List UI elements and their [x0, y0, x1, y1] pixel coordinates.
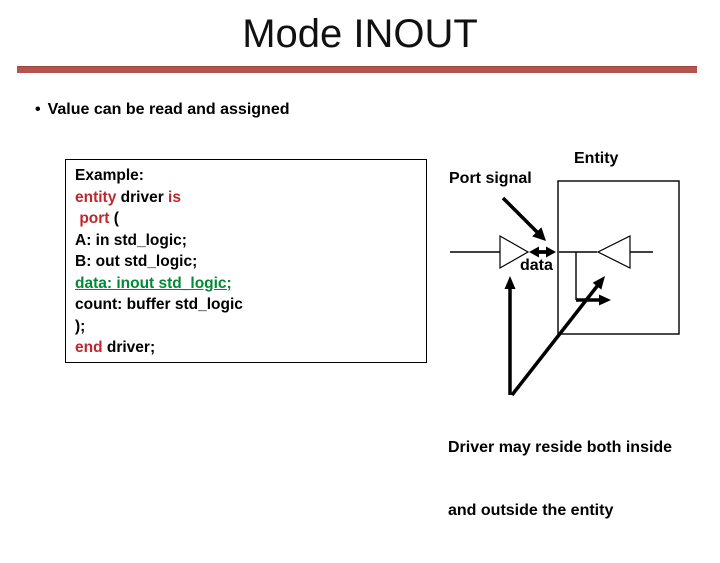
diagram-drawing — [450, 180, 680, 397]
data-read-tap-arrow — [575, 252, 611, 306]
code-line: end driver; — [75, 337, 426, 359]
outside-driver-buffer — [499, 234, 530, 270]
slide-title: Mode INOUT — [242, 12, 478, 56]
data-port-label: data — [520, 257, 553, 274]
code-text: ); — [75, 317, 86, 335]
code-text: count: buffer std_logic — [75, 296, 243, 313]
code-line: B: out std_logic; — [75, 251, 426, 273]
code-keyword: is — [168, 188, 181, 206]
driver-caption-line1: Driver may reside both inside — [448, 439, 673, 456]
bullet-text: Value can be read and assigned — [47, 101, 290, 118]
outside-driver-pointer-arrow — [504, 276, 516, 395]
bidirectional-data-arrow — [529, 246, 556, 258]
code-line: entity driver is — [75, 187, 426, 209]
entity-label: Entity — [574, 150, 619, 167]
code-text: Example: — [75, 167, 144, 184]
code-line: A: in std_logic; — [75, 230, 426, 252]
inout-port-diagram: Entity Port signal data Driver may resid… — [440, 140, 720, 519]
code-keyword: entity — [75, 188, 117, 206]
code-inout-highlight: data: inout std_logic; — [75, 274, 232, 292]
code-example-box: Example: entity driver is port ( A: in s… — [65, 159, 427, 363]
code-line-inout: data: inout std_logic; — [75, 273, 426, 295]
driver-caption-line2: and outside the entity — [448, 502, 614, 519]
port-signal-pointer-arrow — [501, 196, 546, 241]
bullet-item: • Value can be read and assigned — [35, 101, 289, 119]
code-line: ); — [75, 316, 426, 338]
driver-caption: Driver may reside both inside and outsid… — [448, 395, 672, 563]
title-underline-rule — [17, 66, 697, 73]
code-text: A: in std_logic; — [75, 231, 187, 249]
code-text: B: out std_logic; — [75, 253, 198, 270]
slide: { "slide": { "title": "Mode INOUT", "bul… — [17, 12, 720, 519]
code-text: driver — [116, 188, 169, 206]
code-keyword: end — [75, 339, 103, 356]
inside-driver-buffer — [596, 235, 631, 269]
port-signal-label: Port signal — [449, 170, 532, 187]
code-keyword: port — [79, 210, 110, 227]
inside-driver-pointer-arrow — [510, 276, 605, 397]
entity-box — [557, 180, 680, 335]
code-line: port ( — [75, 208, 426, 230]
code-line: Example: — [75, 165, 426, 187]
code-line: count: buffer std_logic — [75, 294, 426, 316]
code-text: ( — [109, 210, 119, 227]
code-text: driver; — [102, 339, 156, 356]
bullet-marker: • — [35, 101, 41, 118]
